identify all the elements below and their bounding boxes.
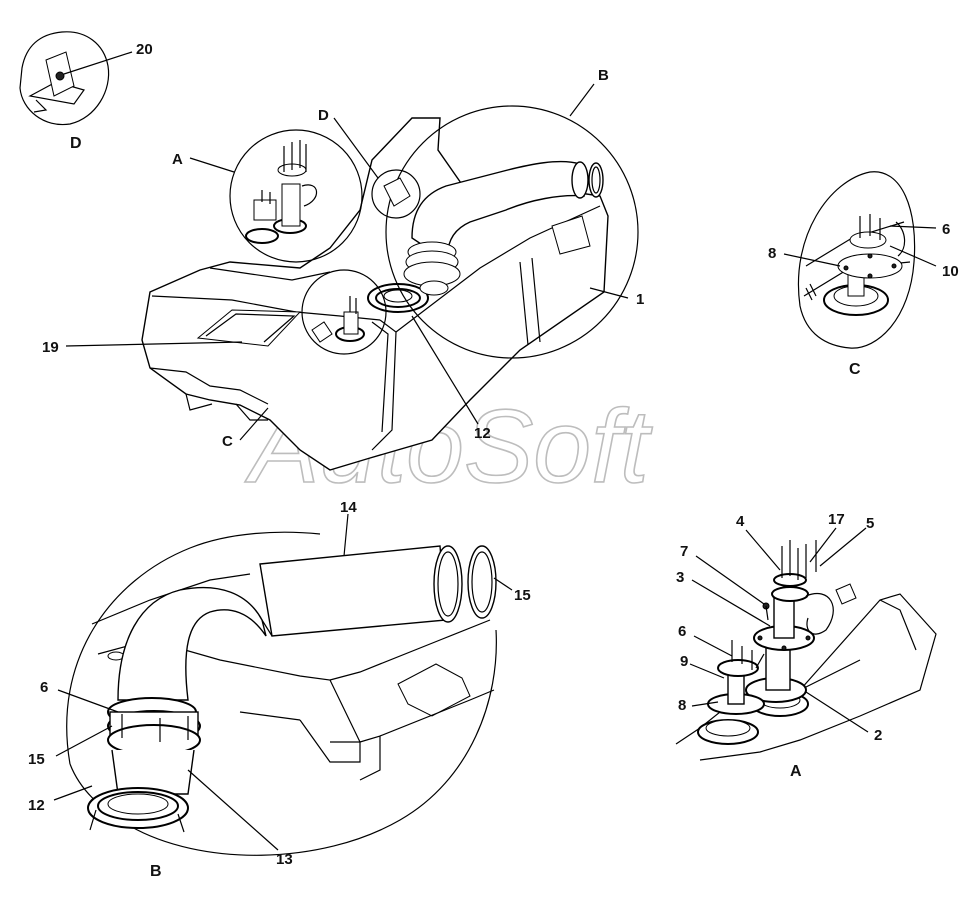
- label-15-right: 15: [514, 587, 531, 604]
- label-17: 17: [828, 511, 845, 528]
- detail-d: [19, 31, 133, 126]
- label-c10: 10: [942, 263, 959, 280]
- label-1: 1: [636, 291, 644, 308]
- label-7: 7: [680, 543, 688, 560]
- detail-circle-c: [301, 269, 387, 355]
- detail-circle-a: [229, 129, 363, 263]
- main-tank: [141, 105, 639, 471]
- detail-c: [798, 171, 916, 349]
- detail-circle-d: [371, 169, 421, 219]
- label-12-main: 12: [474, 425, 491, 442]
- label-c8: 8: [768, 245, 776, 262]
- label-2: 2: [874, 727, 882, 744]
- label-9: 9: [680, 653, 688, 670]
- label-6-a: 6: [678, 623, 686, 640]
- label-12-b: 12: [28, 797, 45, 814]
- view-label-b: B: [150, 863, 162, 880]
- label-6-b: 6: [40, 679, 48, 696]
- label-14: 14: [340, 499, 357, 516]
- label-15-left: 15: [28, 751, 45, 768]
- pump-module-c-small: [311, 296, 365, 343]
- label-3: 3: [676, 569, 684, 586]
- label-5: 5: [866, 515, 874, 532]
- view-label-a: A: [790, 763, 802, 780]
- label-4: 4: [736, 513, 745, 530]
- label-d-main: D: [318, 107, 329, 124]
- label-19: 19: [42, 339, 59, 356]
- label-20: 20: [136, 41, 153, 58]
- detail-a: [675, 540, 937, 761]
- label-c-main: C: [222, 433, 233, 450]
- view-label-c: C: [849, 361, 861, 378]
- label-a-main: A: [172, 151, 183, 168]
- label-c6: 6: [942, 221, 950, 238]
- label-13: 13: [276, 851, 293, 868]
- view-label-d: D: [70, 135, 82, 152]
- detail-circle-b: [385, 105, 639, 359]
- label-b-main: B: [598, 67, 609, 84]
- pump-module-a-small: [245, 140, 318, 244]
- detail-b: [66, 531, 497, 856]
- label-8-a: 8: [678, 697, 686, 714]
